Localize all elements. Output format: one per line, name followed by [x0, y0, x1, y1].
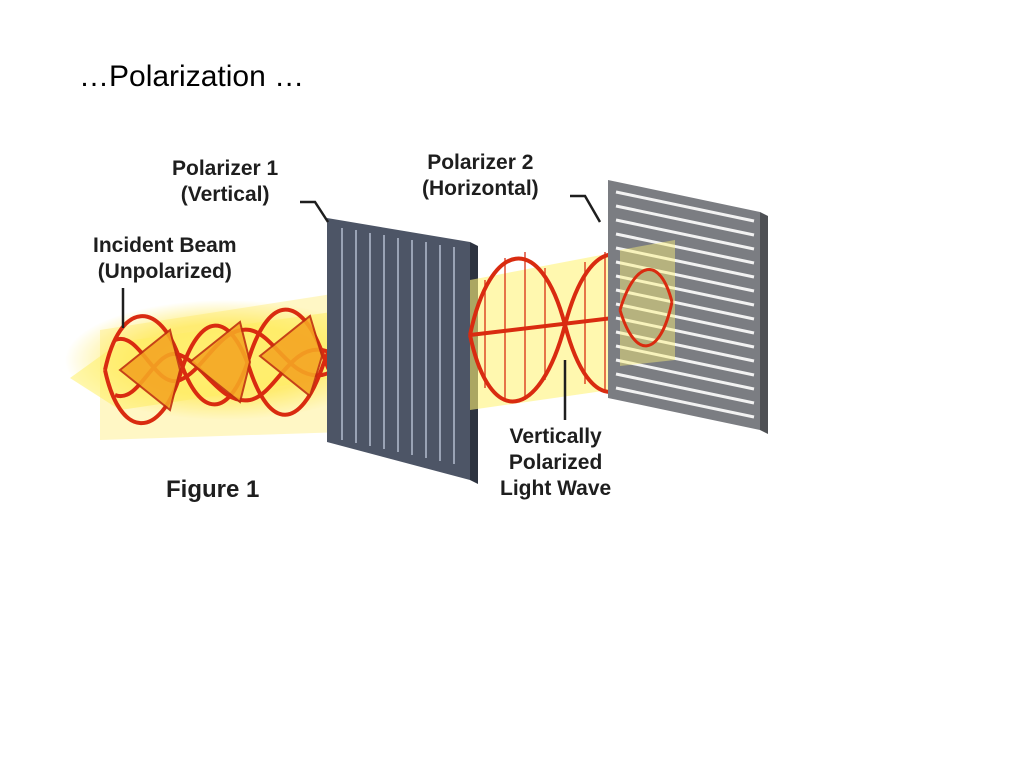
polarizer-1 [327, 218, 478, 484]
polarizer-1-orientation: (Vertical) [172, 182, 278, 208]
polarized-wave-line3: Light Wave [500, 476, 611, 502]
polarizer-1-title: Polarizer 1 [172, 156, 278, 182]
polarizer-1-label: Polarizer 1 (Vertical) [172, 156, 278, 208]
polarizer-2-title: Polarizer 2 [422, 150, 539, 176]
incident-beam-label: Incident Beam (Unpolarized) [93, 233, 237, 285]
polarizer-2 [608, 180, 768, 434]
slide-title: …Polarization … [79, 60, 304, 94]
polarizer-2-orientation: (Horizontal) [422, 176, 539, 202]
incident-beam-state: (Unpolarized) [93, 259, 237, 285]
polarized-wave-line1: Vertically [500, 424, 611, 450]
figure-caption: Figure 1 [166, 477, 259, 503]
polarization-diagram [60, 130, 780, 530]
polarization-figure: Polarizer 1 (Vertical) Polarizer 2 (Hori… [60, 130, 780, 530]
polarized-wave-line2: Polarized [500, 450, 611, 476]
polarizer-2-label: Polarizer 2 (Horizontal) [422, 150, 539, 202]
polarized-wave-label: Vertically Polarized Light Wave [500, 424, 611, 502]
incident-beam-title: Incident Beam [93, 233, 237, 259]
